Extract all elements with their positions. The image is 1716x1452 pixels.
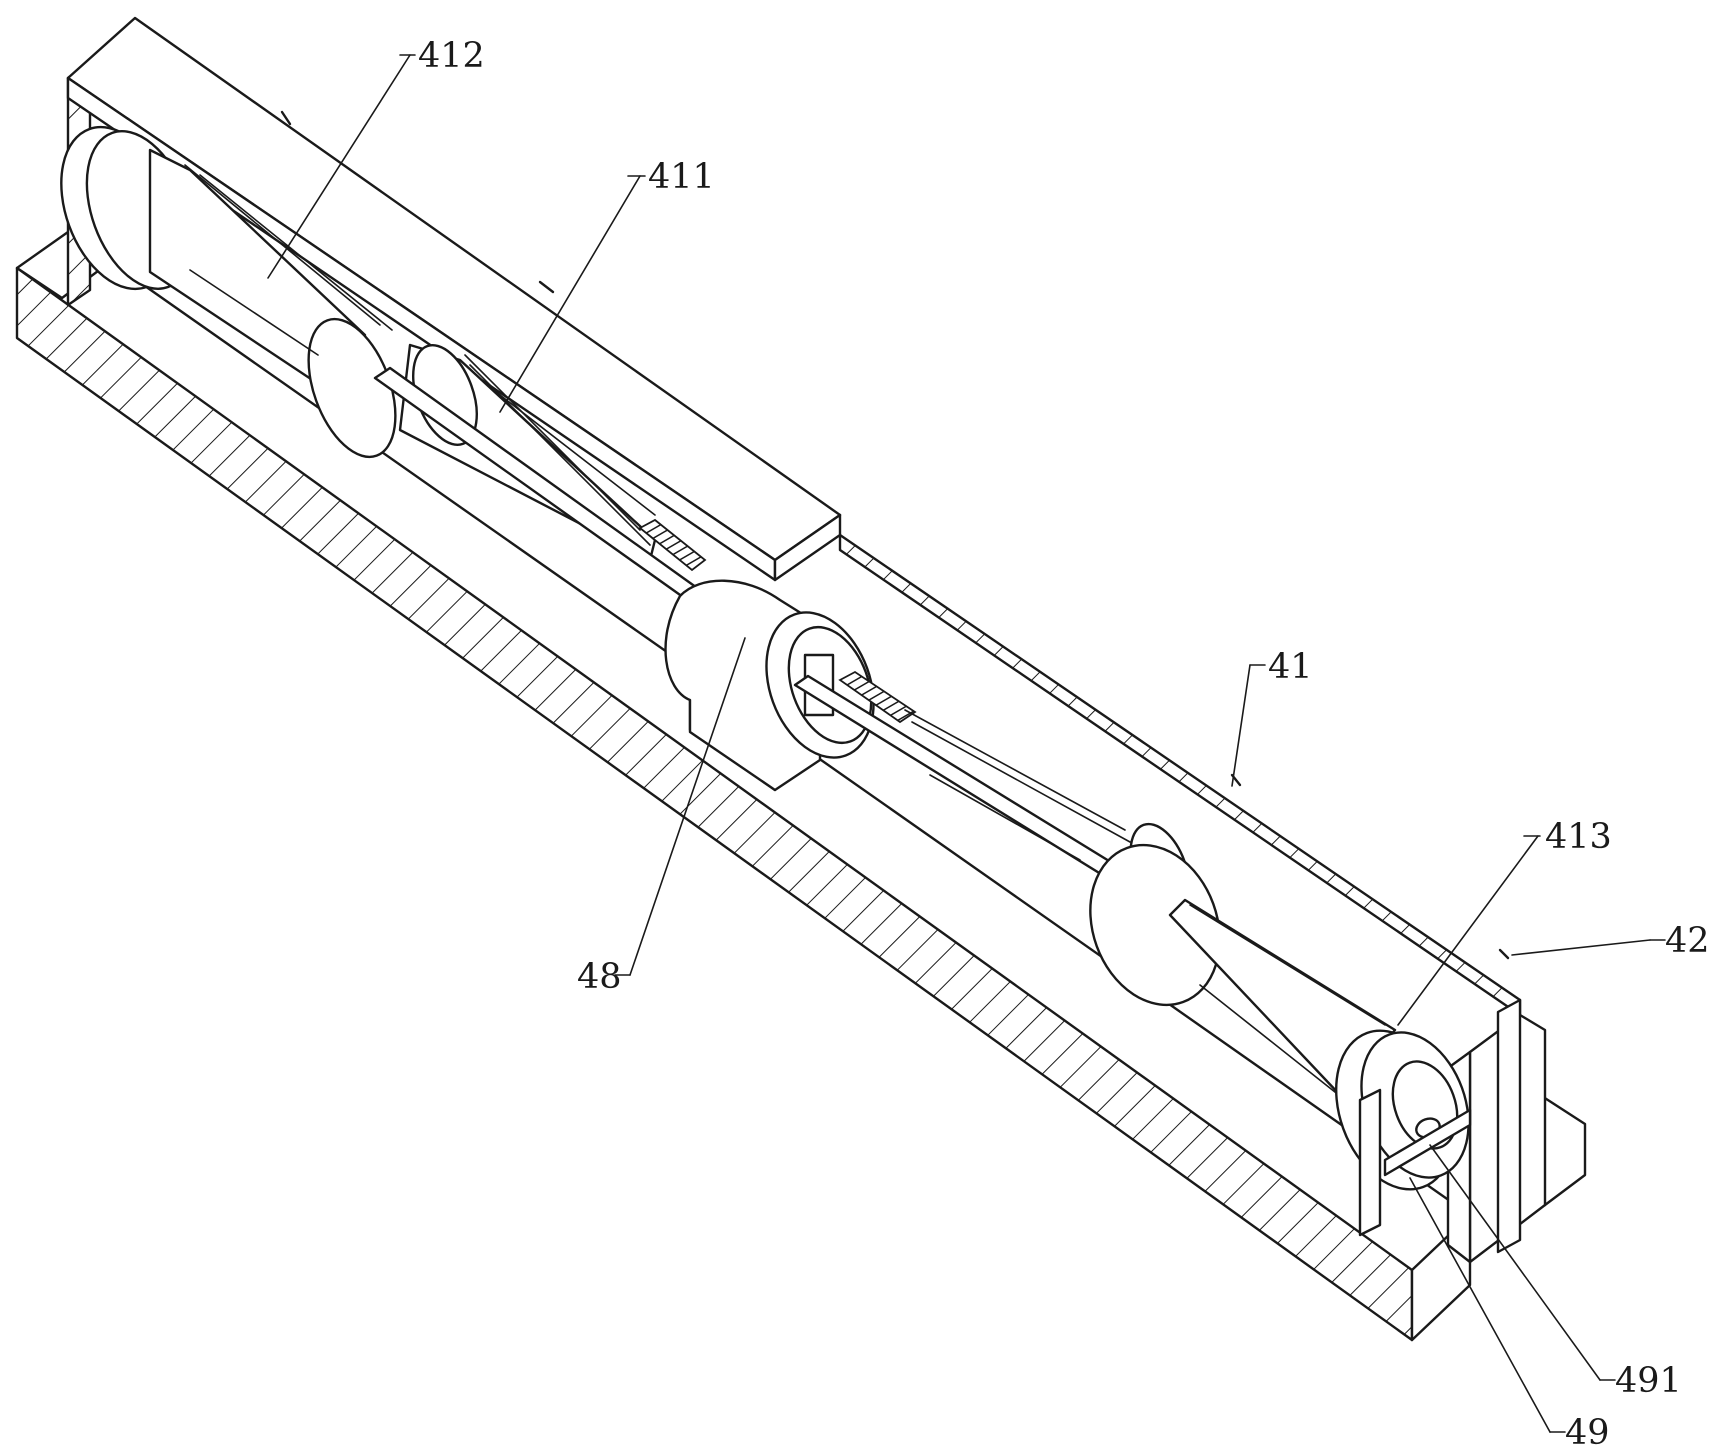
slide-plate: [1383, 1108, 1472, 1177]
label-49: 49: [1565, 1413, 1610, 1452]
right-pulley-assembly: [793, 670, 1472, 1237]
leader-lines: [267, 54, 1666, 1433]
housing-wall: [66, 16, 1522, 1254]
label-412: 412: [418, 36, 485, 76]
right-thread: [838, 670, 917, 724]
right-mid-disc: [1089, 843, 1221, 1007]
label-411: 411: [648, 157, 715, 197]
label-42: 42: [1665, 921, 1710, 961]
label-41: 41: [1268, 647, 1313, 687]
top-cover-front: [66, 76, 777, 582]
base-rail: [15, 230, 1472, 1342]
left-pulley-assembly: [60, 125, 707, 604]
right-housing-wall: [1496, 998, 1522, 1254]
peg-1: [280, 110, 292, 126]
label-413: 413: [1545, 817, 1612, 857]
bracket-49: [1358, 1088, 1382, 1237]
top-cover-end: [773, 513, 842, 582]
peg-4: [1498, 948, 1510, 960]
label-491: 491: [1615, 1361, 1682, 1401]
peg-2: [538, 280, 555, 294]
left-thread: [638, 518, 707, 572]
label-48: 48: [577, 957, 622, 997]
cone-413: [1168, 898, 1397, 1097]
